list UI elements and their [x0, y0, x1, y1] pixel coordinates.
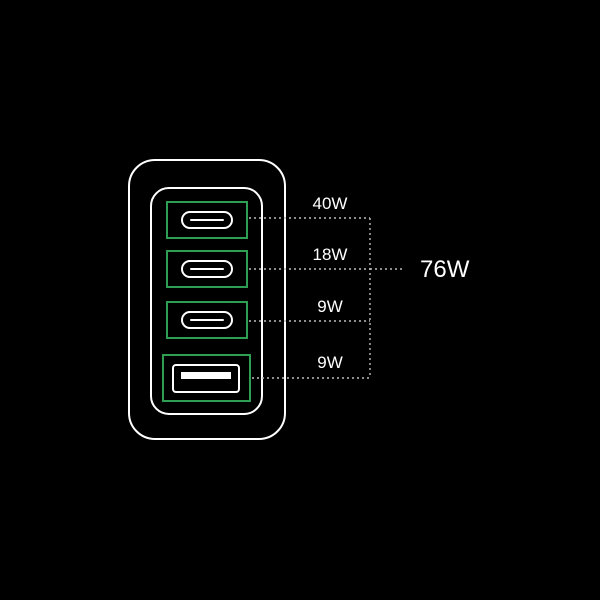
wattage-label-port-4: 9W	[317, 353, 343, 372]
charger-outer-outline	[128, 159, 286, 440]
usb-c-port-icon	[181, 260, 233, 278]
port-usb-c-1	[166, 201, 248, 239]
port-highlight-box	[162, 354, 251, 402]
leader-lines	[249, 217, 404, 379]
wattage-label-port-2: 18W	[313, 245, 348, 264]
wattage-label-port-1: 40W	[313, 194, 348, 213]
usb-a-port-icon	[172, 364, 240, 393]
port-highlight-box	[166, 201, 248, 239]
port-usb-c-2	[166, 250, 248, 288]
total-wattage-label: 76W	[420, 256, 470, 283]
wattage-label-port-3: 9W	[317, 297, 343, 316]
usb-c-port-icon	[181, 311, 233, 329]
port-usb-c-3	[166, 301, 248, 339]
port-highlight-box	[166, 301, 248, 339]
port-highlight-box	[166, 250, 248, 288]
port-usb-a	[162, 354, 251, 402]
usb-a-tongue	[181, 372, 231, 379]
usb-c-port-icon	[181, 211, 233, 229]
charger-inner-face	[150, 187, 263, 415]
